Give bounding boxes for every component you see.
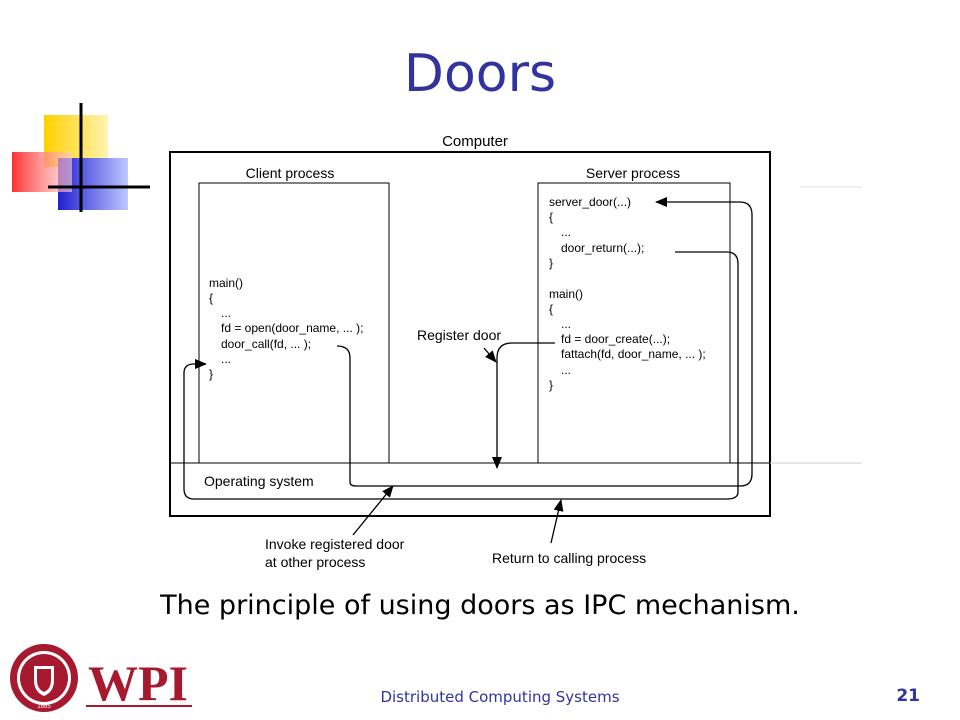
computer-label: Computer — [442, 133, 508, 150]
server-code-line: main() — [549, 287, 583, 301]
invoke-arrow — [352, 485, 394, 536]
decorative-squares — [12, 103, 150, 212]
invoke-label-line-1: Invoke registered door — [265, 536, 405, 552]
computer-box — [169, 151, 771, 517]
door-return-path — [183, 251, 739, 500]
server-code-line: { — [549, 210, 553, 224]
client-code-line: { — [209, 291, 213, 305]
wpi-logo: 1865 WPI — [10, 644, 192, 712]
server-code-line: } — [549, 378, 553, 392]
slide-caption: The principle of using doors as IPC mech… — [160, 590, 800, 621]
door-call-path — [336, 197, 753, 487]
wpi-wordmark: WPI — [88, 655, 188, 711]
return-label: Return to calling process — [492, 550, 646, 566]
server-code-line: { — [549, 302, 553, 316]
server-code-line: ... — [561, 363, 571, 377]
client-code-line: ... — [221, 352, 231, 366]
footer-course-title: Distributed Computing Systems — [380, 688, 620, 706]
server-process-box — [537, 182, 731, 464]
server-code-line: ... — [561, 225, 571, 239]
client-code-line: } — [209, 367, 213, 381]
wpi-seal-year: 1865 — [37, 704, 51, 710]
server-code-line: ... — [561, 317, 571, 331]
client-process-box — [198, 182, 390, 464]
client-code-line: main() — [209, 276, 243, 290]
server-code-line: fd = door_create(...); — [561, 332, 670, 346]
client-code-line: fd = open(door_name, ... ); — [221, 321, 363, 335]
client-label: Client process — [246, 165, 335, 181]
client-code-line: ... — [221, 306, 231, 320]
slide-title: Doors — [403, 44, 557, 104]
server-code-line: fattach(fd, door_name, ... ); — [561, 347, 706, 361]
register-door-pointer — [483, 347, 497, 363]
register-door-arrow — [492, 342, 555, 469]
page-number: 21 — [896, 686, 920, 706]
server-code-line: server_door(...) — [549, 195, 631, 209]
red-square — [12, 152, 72, 192]
os-label: Operating system — [204, 473, 314, 489]
server-code-line: } — [549, 256, 553, 270]
invoke-label-line-2: at other process — [265, 554, 365, 570]
return-arrow — [550, 499, 564, 544]
register-door-label: Register door — [417, 327, 501, 343]
server-code-line: door_return(...); — [561, 241, 644, 255]
client-code-line: door_call(fd, ... ); — [221, 337, 311, 351]
server-label: Server process — [586, 165, 680, 181]
